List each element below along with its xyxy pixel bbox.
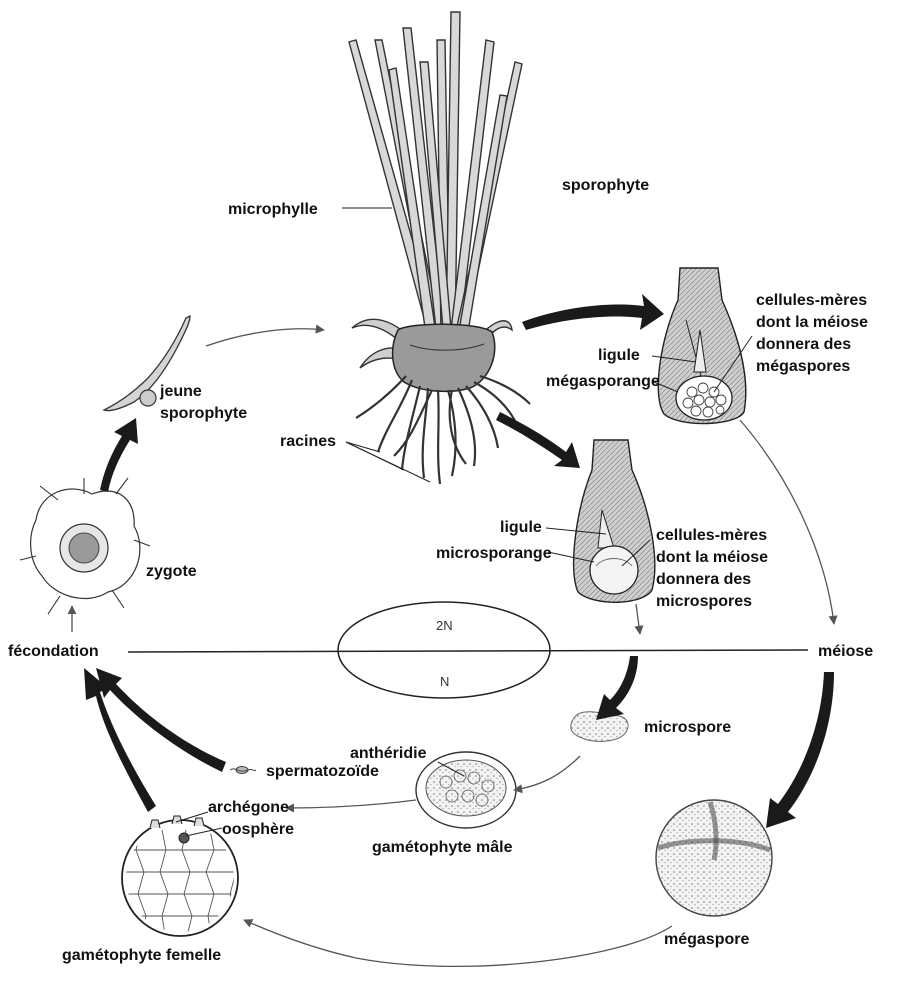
label-jeune-1: jeune — [159, 383, 202, 400]
label-megasporange: mégasporange — [546, 373, 660, 390]
label-fecondation: fécondation — [8, 643, 99, 660]
label-micro-mother-3: donnera des — [656, 571, 751, 588]
label-gametophyte-femelle: gamétophyte femelle — [62, 947, 221, 964]
label-sporophyte: sporophyte — [562, 177, 649, 194]
label-ligule-mega: ligule — [598, 347, 640, 364]
label-micro-mother-1: cellules-mères — [656, 527, 767, 544]
label-zygote: zygote — [146, 563, 197, 580]
zygote-cell — [20, 478, 150, 614]
corm — [393, 324, 495, 391]
label-n: N — [440, 674, 449, 689]
label-archegone: archégone — [208, 799, 289, 816]
label-mega-mother-3: donnera des — [756, 336, 851, 353]
label-mega-mother-1: cellules-mères — [756, 292, 867, 309]
label-antheridie: anthéridie — [350, 745, 427, 762]
microsporangium-leaf — [574, 440, 655, 602]
male-gametophyte — [416, 752, 516, 828]
microphylle-leaves — [349, 12, 522, 344]
label-microspore: microspore — [644, 719, 731, 736]
label-spermatozoide: spermatozoïde — [266, 763, 379, 780]
label-microsporange: microsporange — [436, 545, 552, 562]
label-mega-mother-4: mégaspores — [756, 358, 850, 375]
sperm-cell — [230, 767, 256, 774]
label-megaspore: mégaspore — [664, 931, 749, 948]
label-racines: racines — [280, 433, 336, 450]
label-ligule-micro: ligule — [500, 519, 542, 536]
label-microphylle: microphylle — [228, 201, 318, 218]
microspore-mother-cells — [590, 546, 638, 594]
label-micro-mother-2: dont la méiose — [656, 549, 768, 566]
oosphere-cell — [179, 833, 189, 843]
label-mega-mother-2: dont la méiose — [756, 314, 868, 331]
label-2n: 2N — [436, 618, 453, 633]
roots — [356, 376, 530, 484]
label-gametophyte-male: gamétophyte mâle — [372, 839, 513, 856]
megasporangium-leaf — [658, 268, 745, 424]
label-meiose: méiose — [818, 643, 873, 660]
megaspore-body — [656, 800, 772, 916]
sporophyte-plant — [349, 12, 530, 484]
ploidy-divider — [128, 650, 808, 652]
label-oosphere: oosphère — [222, 821, 294, 838]
label-micro-mother-4: microspores — [656, 593, 752, 610]
label-jeune-2: sporophyte — [160, 405, 247, 422]
